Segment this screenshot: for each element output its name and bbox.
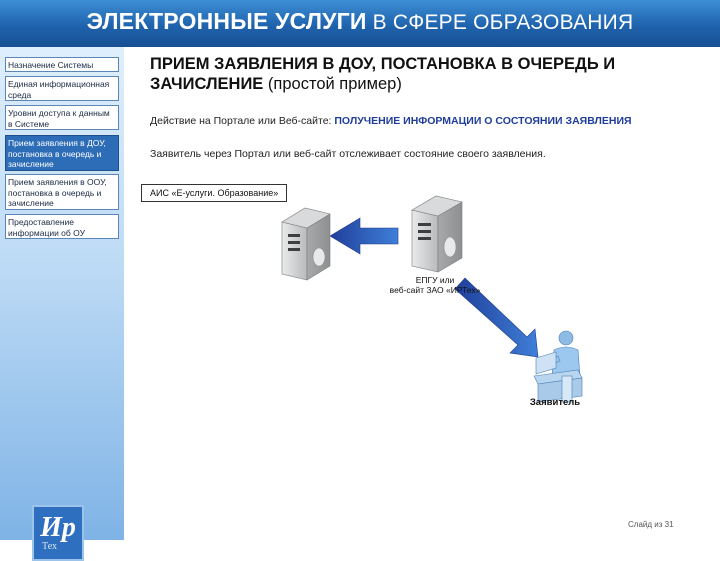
user-label: Заявитель	[529, 397, 581, 408]
sidebar-item-info-environment[interactable]: Единая информационная среда	[5, 76, 119, 101]
arrow-to-ais	[329, 217, 399, 255]
sidebar-item-label: Уровни доступа к данным в Системе	[8, 108, 110, 129]
sidebar-item-label: Единая информационная среда	[8, 79, 110, 100]
action-prefix: Действие на Портале или Веб-сайте:	[150, 115, 335, 127]
header-title-rest: В СФЕРЕ ОБРАЗОВАНИЯ	[366, 11, 634, 34]
sidebar-item-label: Прием заявления в ООУ, постановка в очер…	[8, 177, 107, 208]
sidebar-item-label: Назначение Системы	[8, 60, 94, 70]
action-highlight: ПОЛУЧЕНИЕ ИНФОРМАЦИИ О СОСТОЯНИИ ЗАЯВЛЕН…	[334, 115, 632, 127]
process-diagram	[281, 195, 583, 403]
slide-title: ПРИЕМ ЗАЯВЛЕНИЯ В ДОУ, ПОСТАНОВКА В ОЧЕР…	[150, 54, 710, 94]
epgu-label-line1: ЕПГУ или	[415, 275, 455, 285]
sidebar-item-school-info[interactable]: Предоставление информации об ОУ	[5, 214, 119, 239]
sidebar-item-purpose[interactable]: Назначение Системы	[5, 57, 119, 72]
slide-title-rest: (простой пример)	[263, 75, 402, 93]
sidebar-item-oou-enrollment[interactable]: Прием заявления в ООУ, постановка в очер…	[5, 174, 119, 210]
epgu-server-icon	[411, 195, 463, 273]
action-line: Действие на Портале или Веб-сайте: ПОЛУЧ…	[150, 115, 710, 127]
sidebar: Назначение Системы Единая информационная…	[0, 47, 124, 561]
user-workstation-icon	[533, 330, 583, 403]
sidebar-item-label: Прием заявления в ДОУ, постановка в очер…	[8, 138, 106, 169]
header-bar: ЭЛЕКТРОННЫЕ УСЛУГИ В СФЕРЕ ОБРАЗОВАНИЯ	[0, 0, 720, 47]
sidebar-item-access-levels[interactable]: Уровни доступа к данным в Системе	[5, 105, 119, 130]
irtech-logo: Ир Тех	[32, 505, 84, 561]
epgu-label: ЕПГУ или веб-сайт ЗАО «ИРТех»	[385, 275, 485, 295]
logo-text: Ир	[40, 512, 76, 543]
description-line: Заявитель через Портал или веб-сайт отсл…	[150, 148, 546, 160]
sidebar-item-label: Предоставление информации об ОУ	[8, 217, 85, 238]
header-title: ЭЛЕКТРОННЫЕ УСЛУГИ В СФЕРЕ ОБРАЗОВАНИЯ	[0, 8, 720, 35]
arrow-to-user	[454, 277, 539, 358]
ais-server-icon	[281, 207, 331, 281]
sidebar-item-dou-enrollment[interactable]: Прием заявления в ДОУ, постановка в очер…	[5, 135, 119, 171]
slide-counter: Слайд из 31	[628, 520, 674, 529]
slide-title-bold: ПРИЕМ ЗАЯВЛЕНИЯ В ДОУ, ПОСТАНОВКА В ОЧЕР…	[150, 55, 616, 93]
logo-subtext: Тех	[42, 541, 58, 552]
epgu-label-line2: веб-сайт ЗАО «ИРТех»	[389, 285, 481, 295]
header-title-bold: ЭЛЕКТРОННЫЕ УСЛУГИ	[86, 8, 367, 34]
ais-system-label: АИС «Е-услуги. Образование»	[141, 184, 288, 202]
